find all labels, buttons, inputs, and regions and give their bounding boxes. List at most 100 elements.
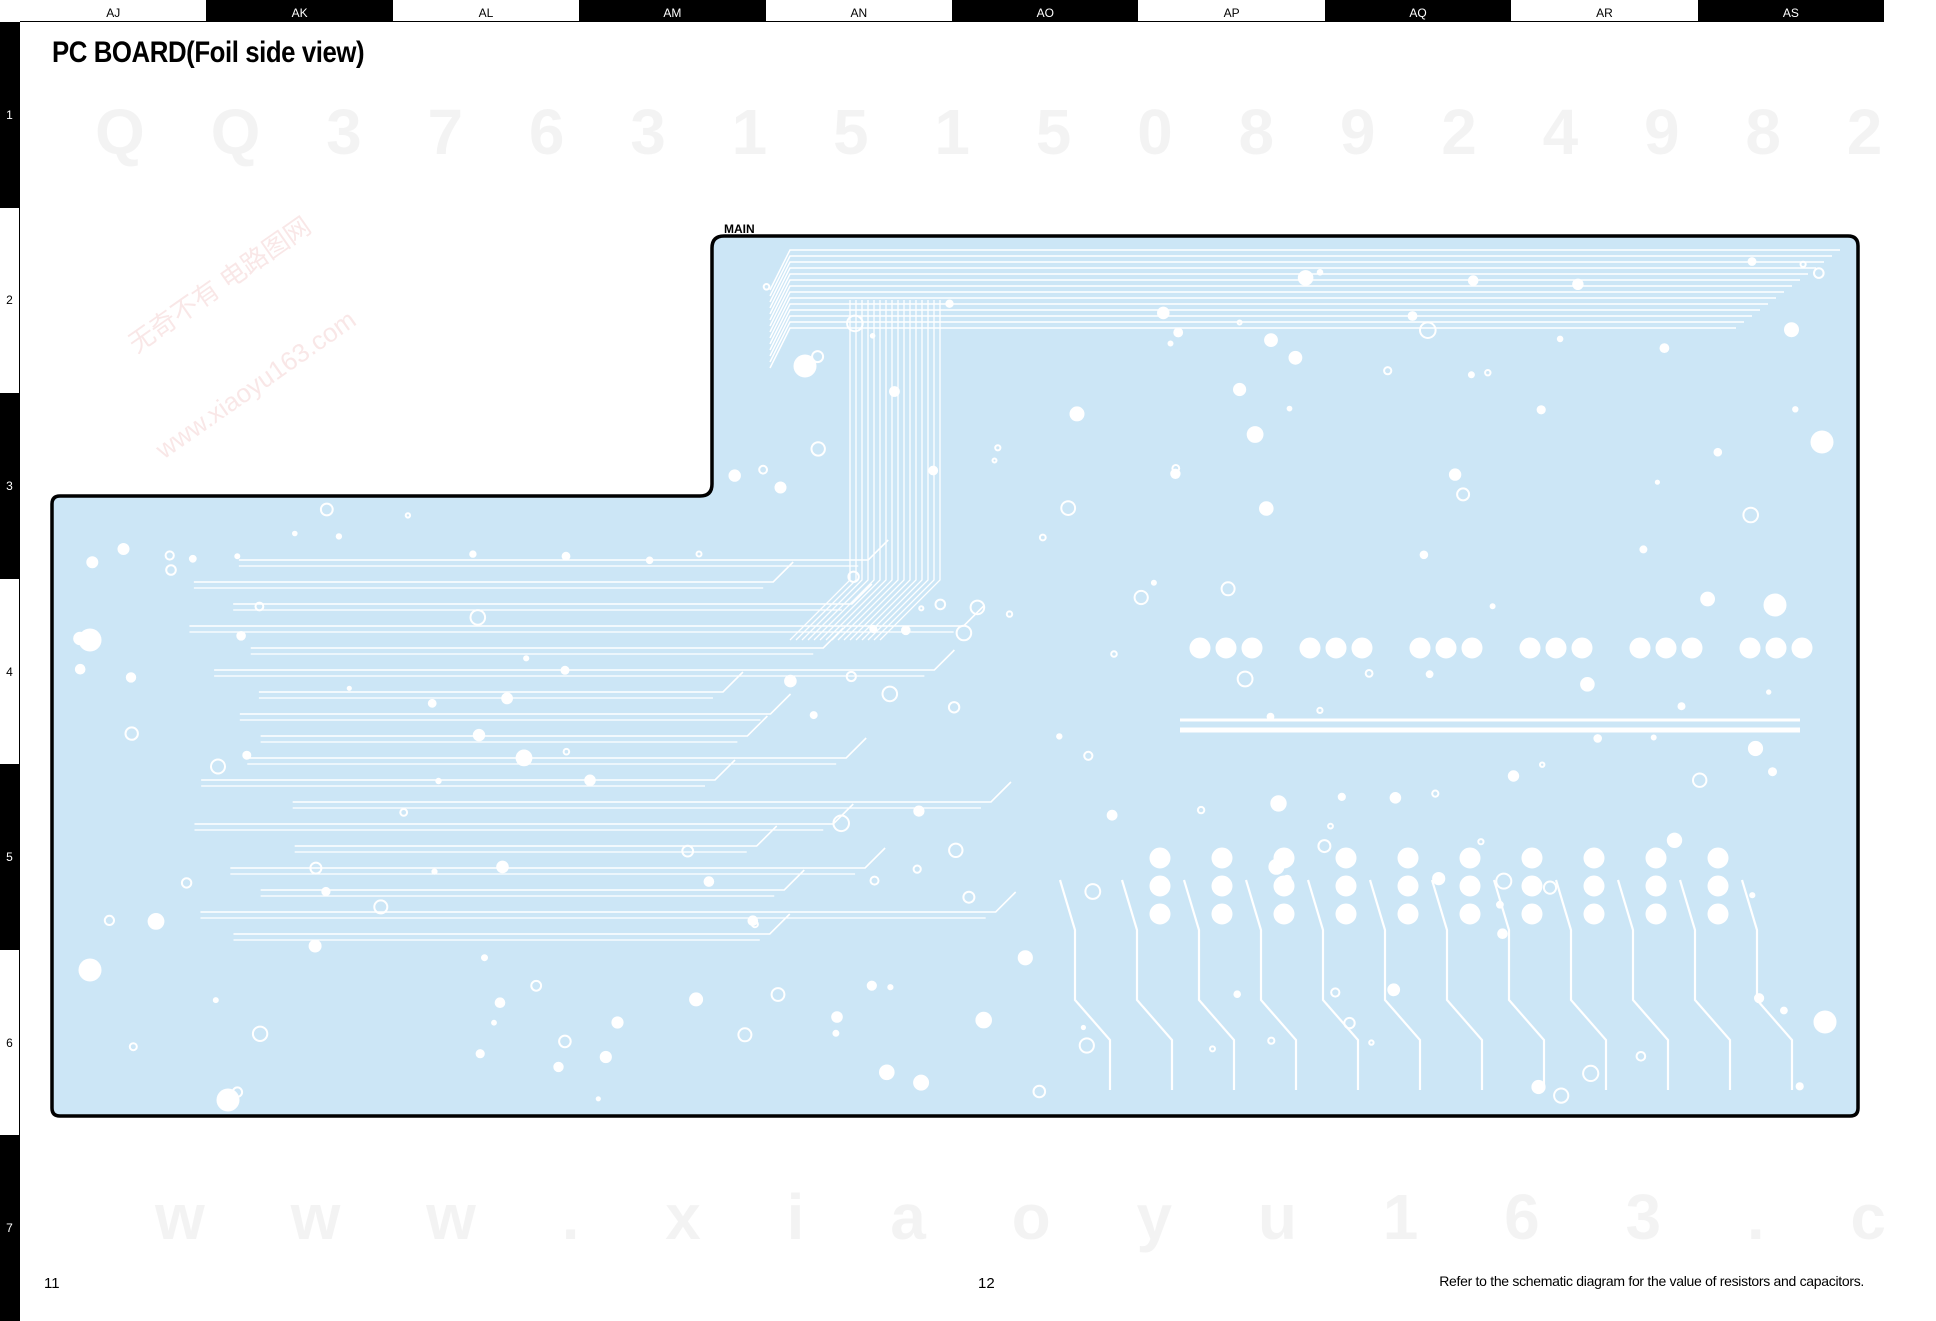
solder-pad <box>1749 892 1756 899</box>
solder-pad <box>1387 983 1401 997</box>
solder-pad <box>879 1064 895 1081</box>
row-label: 2 <box>0 207 19 394</box>
solder-pad <box>523 655 530 662</box>
solder-pad <box>1078 1037 1095 1054</box>
foil-trace <box>861 300 923 641</box>
solder-pad <box>758 464 768 475</box>
foil-trace <box>1616 879 1670 1090</box>
column-label: AM <box>579 0 766 21</box>
column-label: AP <box>1138 0 1325 21</box>
solder-pad <box>948 842 964 858</box>
solder-pad <box>1270 795 1287 812</box>
solder-pad <box>1521 875 1543 897</box>
solder-pad <box>1069 406 1085 422</box>
row-label: 5 <box>0 764 19 950</box>
solder-pad <box>472 728 486 742</box>
solder-pad <box>1299 637 1321 659</box>
foil-trace <box>813 300 875 641</box>
solder-pad <box>1593 734 1602 743</box>
solder-pad <box>1273 847 1295 869</box>
solder-pad <box>1017 950 1033 966</box>
solder-pad <box>125 672 137 683</box>
solder-pad <box>1739 637 1761 659</box>
solder-pad <box>1084 883 1102 900</box>
solder-pad <box>737 1027 753 1043</box>
solder-pad <box>1572 278 1584 290</box>
foil-trace <box>819 300 881 641</box>
solder-pad <box>78 958 102 982</box>
solder-pad <box>1553 1087 1570 1104</box>
solder-pad <box>1397 903 1419 925</box>
foil-trace <box>247 737 867 759</box>
foil-trace <box>1306 879 1360 1090</box>
solder-pad <box>1635 1051 1647 1062</box>
footnote: Refer to the schematic diagram for the v… <box>1439 1273 1864 1289</box>
solder-pad <box>1335 875 1357 897</box>
solder-pad <box>1707 875 1729 897</box>
solder-pad <box>1233 990 1241 999</box>
solder-pad <box>1765 637 1787 659</box>
page-number-left: 11 <box>44 1275 60 1292</box>
foil-trace <box>769 273 1808 315</box>
solder-pad <box>78 628 102 652</box>
foil-traces <box>189 249 1840 1090</box>
solder-pad <box>1167 340 1174 347</box>
solder-pad <box>1639 545 1648 554</box>
solder-pad <box>1432 872 1446 886</box>
solder-pad <box>793 354 817 378</box>
solder-pad <box>147 913 165 930</box>
solder-pad <box>969 599 986 616</box>
solder-pad <box>809 711 818 720</box>
solder-pad <box>1791 637 1813 659</box>
solder-pad <box>1419 321 1437 340</box>
foil-trace <box>769 255 1832 297</box>
solder-pad <box>595 1096 601 1102</box>
solder-pad <box>309 861 323 875</box>
solder-pad <box>234 553 241 560</box>
solder-pad <box>770 987 786 1002</box>
column-label: AJ <box>20 0 207 21</box>
solder-pad <box>1650 734 1657 741</box>
solder-pad <box>1571 637 1593 659</box>
solder-pad <box>975 1011 993 1029</box>
foil-trace <box>769 297 1776 339</box>
solder-pad <box>703 876 715 887</box>
solder-pad <box>1461 637 1483 659</box>
foil-trace <box>200 891 1017 913</box>
solder-pad <box>869 624 878 634</box>
solder-pad <box>1337 792 1346 802</box>
solder-pad <box>346 685 352 691</box>
foil-trace <box>258 671 744 693</box>
solder-pad <box>1316 269 1324 276</box>
foil-trace <box>843 300 905 641</box>
solder-pad <box>1149 847 1171 869</box>
solder-pad <box>117 543 130 555</box>
solder-pad <box>1409 637 1431 659</box>
solder-pad <box>1241 637 1263 659</box>
solder-pad <box>1133 589 1149 606</box>
watermark-top: Q Q 3 7 6 3 1 5 1 5 0 8 9 2 4 9 8 2 9 9 <box>95 95 1936 169</box>
solder-pad <box>887 984 894 991</box>
solder-pad <box>74 663 86 675</box>
solder-pad <box>1317 839 1332 854</box>
solder-pad <box>1397 875 1419 897</box>
solder-pad <box>912 864 922 874</box>
foil-trace <box>769 279 1800 321</box>
solder-pad <box>901 625 911 636</box>
row-label: 4 <box>0 578 19 765</box>
solder-pad <box>1707 847 1729 869</box>
solder-pad <box>1056 733 1063 740</box>
solder-pad <box>1542 880 1558 895</box>
solder-pad <box>1173 327 1184 338</box>
solder-pad <box>1467 371 1475 379</box>
solder-pad <box>1435 637 1457 659</box>
solder-pad <box>1032 1084 1047 1099</box>
solder-pad <box>918 605 925 612</box>
solder-pad <box>994 444 1002 452</box>
solder-pad <box>1170 468 1181 479</box>
solder-pad <box>1583 875 1605 897</box>
solder-pad <box>1236 319 1243 326</box>
solder-pad <box>1266 712 1275 721</box>
solder-pad <box>1407 311 1418 321</box>
solder-pad <box>128 1042 138 1052</box>
